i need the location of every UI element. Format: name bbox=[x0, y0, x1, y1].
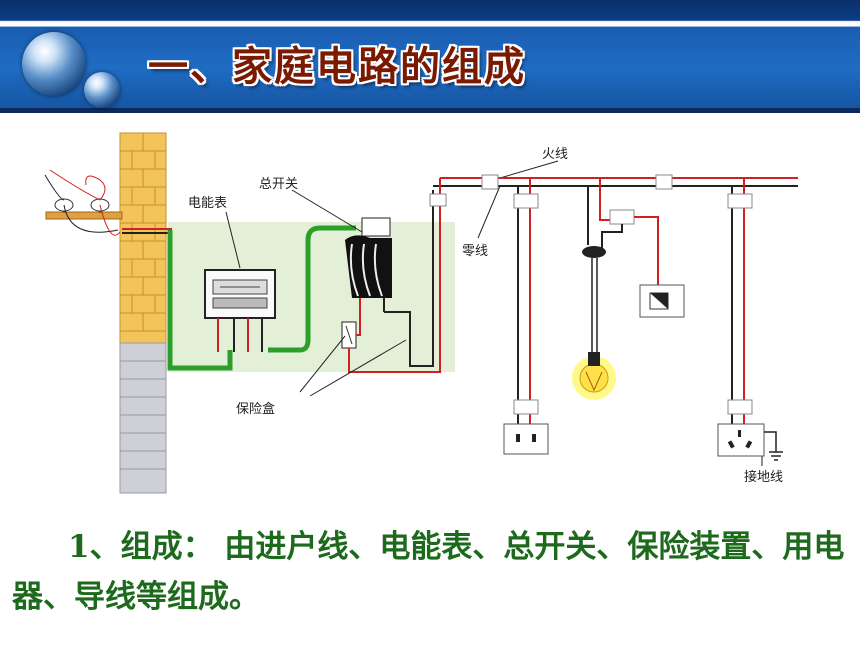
main-switch bbox=[345, 217, 392, 318]
brick-wall bbox=[119, 132, 167, 494]
wall-switch bbox=[639, 284, 685, 318]
home-circuit-diagram: 火线 总开关 电能表 零线 保险盒 接地线 bbox=[44, 132, 798, 494]
fuse-box bbox=[341, 190, 441, 373]
slide-title: 一、家庭电路的组成 bbox=[148, 43, 526, 90]
green-conduit-wire bbox=[167, 230, 233, 371]
label-ground-wire: 接地线 bbox=[744, 469, 783, 485]
junction-boxes bbox=[429, 174, 673, 207]
decorative-orb-large bbox=[22, 32, 86, 96]
lamp-branch bbox=[572, 178, 659, 400]
energy-meter bbox=[204, 269, 276, 352]
label-fuse-box: 保险盒 bbox=[236, 401, 275, 417]
decorative-orb-small bbox=[84, 72, 120, 108]
header-stripe bbox=[0, 108, 860, 113]
slide-header: 一、家庭电路的组成 bbox=[0, 0, 860, 113]
label-meter: 电能表 bbox=[188, 196, 227, 211]
green-wire-to-switch bbox=[268, 225, 356, 353]
body-text: 1、组成： 由进户线、电能表、总开关、保险装置、用电器、导线等组成。 bbox=[12, 529, 845, 615]
label-live-wire: 火线 bbox=[542, 147, 568, 162]
label-main-switch: 总开关 bbox=[259, 177, 298, 192]
outlet-branch-right bbox=[717, 178, 783, 461]
service-entrance-insulators bbox=[44, 169, 123, 236]
label-neutral-wire: 零线 bbox=[462, 244, 488, 259]
outlet-branch-left bbox=[503, 178, 549, 455]
label-pointers bbox=[225, 160, 763, 466]
slide-body-text: 1、组成： 由进户线、电能表、总开关、保险装置、用电器、导线等组成。 bbox=[12, 522, 852, 622]
